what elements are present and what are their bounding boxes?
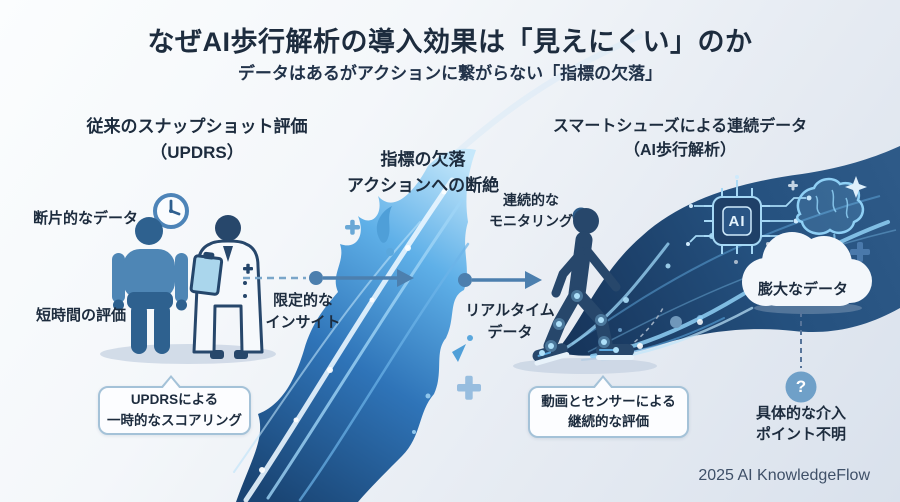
arc-node-dot [670,316,682,328]
plus-icon [345,219,360,235]
patient-icon [112,217,188,354]
callout-pointer [592,375,614,389]
right-section-heading: スマートシューズによる連続データ （AI歩行解析） [540,115,820,163]
page-subtitle: データはあるがアクションに繋がらない「指標の欠落」 [237,64,663,83]
callout-pointer [160,375,182,389]
limited-insight-arrow [243,269,414,287]
middle-section-heading: 指標の欠落 アクションへの断絶 [330,147,516,200]
credit-text: 2025 AI KnowledgeFlow [698,467,870,484]
left-heading-line1: 従来のスナップショット評価 [86,117,308,136]
ai-chip-icon [686,175,812,254]
cloud-icon [742,232,872,314]
ground-shadow [513,358,657,374]
label-short-evaluation: 短時間の評価 [36,307,127,324]
left-section-heading: 従来のスナップショット評価 （UPDRS） [57,114,337,165]
walking-person-icon [532,208,634,366]
label-realtime-data: リアルタイム データ [465,302,555,341]
medical-cross-icon [243,263,253,274]
label-fragmentary-data: 断片的なデータ [33,210,139,227]
updrs-scoring-callout: UPDRSによる 一時的なスコアリング [98,375,251,435]
realtime-data-arrow [458,271,542,289]
question-icon [785,371,817,403]
label-intervention-unknown: 具体的な介入 ポイント不明 [755,405,846,443]
plus-icon [850,242,870,262]
middle-heading-line1: 指標の欠落 [380,150,466,169]
splash-fragments [376,206,473,434]
plus-icon [457,375,481,400]
ai-chip-label: AI [728,212,746,230]
clipboard-icon [189,251,224,296]
doctor-icon [189,215,264,359]
sensor-evaluation-callout: 動画とセンサーによる 継続的な評価 [528,375,689,438]
right-heading-line2: （AI歩行解析） [623,142,736,159]
question-mark: ? [795,376,807,396]
clock-icon [153,193,189,229]
label-limited-insight: 限定的な インサイト [265,292,341,331]
label-massive-data: 膨大なデータ [757,281,848,298]
label-continuous-monitoring: 連続的な モニタリング [489,192,573,229]
data-break-wave [233,148,476,502]
left-heading-line2: （UPDRS） [150,142,244,162]
dashed-arc [621,305,665,353]
middle-heading-line2: アクションへの断絶 [346,176,500,196]
brain-icon [796,177,865,249]
plus-icon [788,180,798,191]
faint-stream-tail [437,33,643,171]
joint-sensor-dots [539,290,619,356]
right-heading-line1: スマートシューズによる連続データ [552,118,808,135]
sparkle-icon [845,176,867,198]
page-title: なぜAI歩行解析の導入効果は「見えにくい」のか [147,27,753,57]
